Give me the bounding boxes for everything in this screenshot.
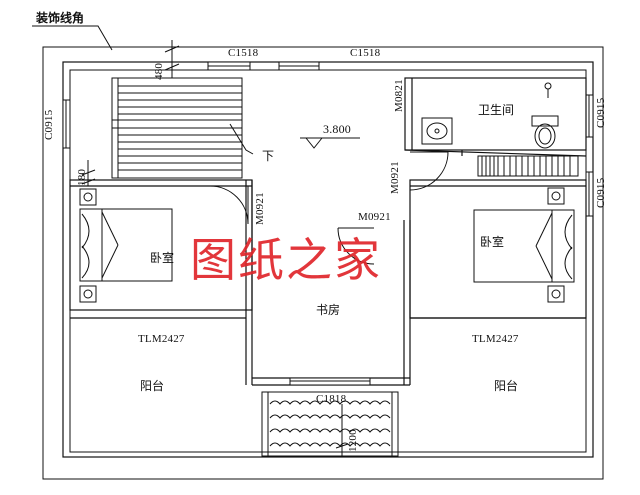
window-label-study-bottom: C1818 bbox=[316, 393, 347, 405]
room-label-balcony-left: 阳台 bbox=[140, 379, 165, 393]
window-label-left: C0915 bbox=[43, 109, 55, 140]
washbasin bbox=[421, 117, 453, 145]
door-label-bedroom-left: M0921 bbox=[254, 192, 266, 225]
bay-window bbox=[261, 391, 399, 457]
dimension-label-180: 180 bbox=[76, 168, 88, 186]
room-label-bedroom-left: 卧室 bbox=[150, 251, 175, 265]
dimension-label-480: 480 bbox=[153, 62, 165, 80]
window-label-top-right: C1518 bbox=[350, 47, 381, 59]
room-label-balcony-right: 阳台 bbox=[494, 379, 519, 393]
elevation-label: 3.800 bbox=[323, 122, 351, 136]
dimension-label-1200: 1200 bbox=[347, 429, 359, 452]
window-label-right-upper: C0915 bbox=[595, 97, 607, 128]
room-label-bathroom: 卫生间 bbox=[478, 103, 515, 117]
room-label-bedroom-right: 卧室 bbox=[480, 235, 505, 249]
bed-right bbox=[473, 187, 575, 303]
title-label: 装饰线角 bbox=[36, 11, 85, 25]
door-label-hall: M0921 bbox=[389, 161, 401, 194]
toilet bbox=[531, 115, 559, 149]
window-label-top-left: C1518 bbox=[228, 47, 259, 59]
door-label-balcony-left: TLM2427 bbox=[138, 333, 185, 345]
door-label-bathroom: M0821 bbox=[393, 79, 405, 112]
window-top-right bbox=[278, 61, 320, 71]
outer-wall bbox=[62, 61, 594, 458]
door-label-balcony-right: TLM2427 bbox=[472, 333, 519, 345]
door-arc-left bbox=[209, 185, 249, 225]
window-study-bottom bbox=[289, 377, 371, 386]
stair bbox=[111, 77, 254, 179]
outer-outline bbox=[42, 46, 604, 480]
closet-hatch bbox=[477, 155, 579, 177]
room-label-study: 书房 bbox=[316, 303, 341, 317]
window-left bbox=[62, 99, 71, 149]
stair-direction-label: 下 bbox=[262, 149, 275, 163]
elevation-marker bbox=[300, 137, 360, 149]
door-arc-study bbox=[337, 227, 375, 265]
bed-left bbox=[79, 188, 173, 303]
watermark: 图纸之家 bbox=[190, 233, 382, 287]
window-right-lower bbox=[585, 171, 594, 217]
door-label-bedroom-right: M0921 bbox=[358, 211, 391, 223]
window-right-upper bbox=[585, 94, 594, 138]
window-label-right-lower: C0915 bbox=[595, 177, 607, 208]
door-arc-bath bbox=[409, 151, 449, 191]
title-leader bbox=[32, 25, 113, 51]
shower bbox=[544, 82, 552, 98]
window-top-left bbox=[207, 61, 251, 71]
